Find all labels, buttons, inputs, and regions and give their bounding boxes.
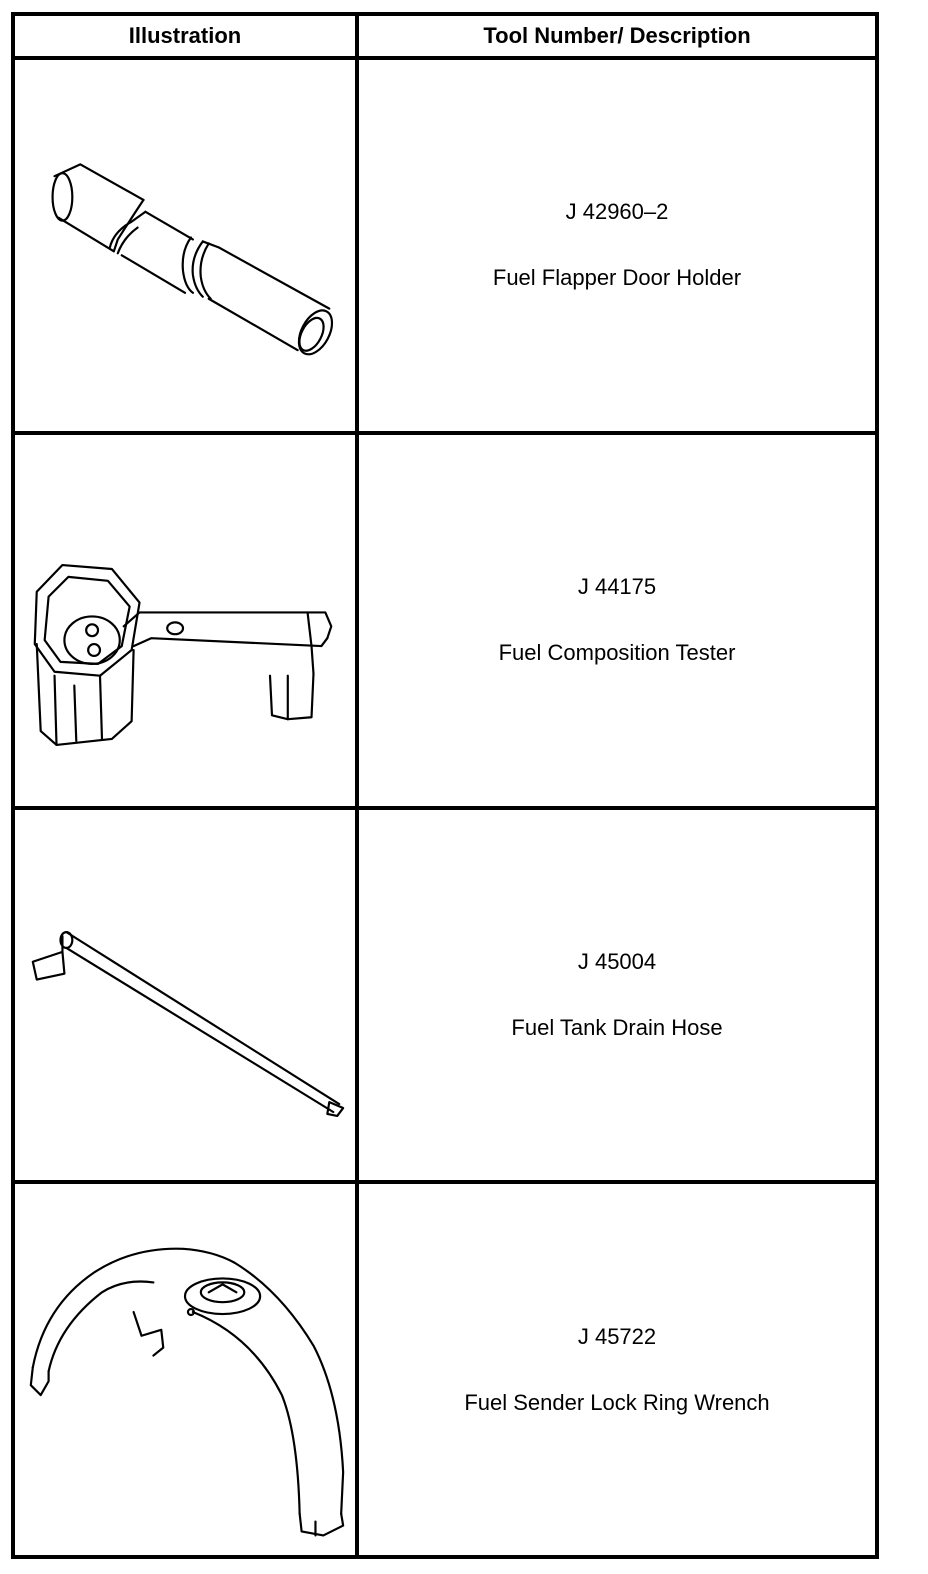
flapper-door-holder-icon <box>51 163 334 356</box>
description-cell: J 42960–2 Fuel Flapper Door Holder <box>355 56 879 435</box>
tool-description: Fuel Sender Lock Ring Wrench <box>464 1389 770 1415</box>
tool-number: J 42960–2 <box>565 199 669 225</box>
illustration-cell <box>11 805 359 1185</box>
description-cell: J 44175 Fuel Composition Tester <box>355 430 879 810</box>
table-row: J 45722 Fuel Sender Lock Ring Wrench <box>11 1180 879 1559</box>
table-row: J 44175 Fuel Composition Tester <box>11 430 879 810</box>
composition-tester-icon <box>33 563 333 746</box>
table-header-row: Illustration Tool Number/ Description <box>11 12 879 60</box>
description-cell: J 45722 Fuel Sender Lock Ring Wrench <box>355 1180 879 1559</box>
tool-number: J 45004 <box>577 948 657 974</box>
tool-number: J 45722 <box>577 1323 657 1349</box>
header-illustration: Illustration <box>11 12 359 60</box>
header-tool-number-description: Tool Number/ Description <box>355 12 879 60</box>
illustration-cell <box>11 56 359 435</box>
tool-table: Illustration Tool Number/ Description <box>11 12 879 1559</box>
table-row: J 42960–2 Fuel Flapper Door Holder <box>11 56 879 435</box>
lock-ring-wrench-icon <box>29 1247 345 1537</box>
drain-hose-icon <box>31 930 345 1117</box>
description-cell: J 45004 Fuel Tank Drain Hose <box>355 805 879 1185</box>
illustration-cell <box>11 430 359 810</box>
tool-description: Fuel Tank Drain Hose <box>511 1014 723 1040</box>
table-row: J 45004 Fuel Tank Drain Hose <box>11 805 879 1185</box>
tool-description: Fuel Composition Tester <box>498 640 736 666</box>
tool-description: Fuel Flapper Door Holder <box>492 265 742 291</box>
illustration-cell <box>11 1180 359 1559</box>
tool-number: J 44175 <box>577 574 657 600</box>
